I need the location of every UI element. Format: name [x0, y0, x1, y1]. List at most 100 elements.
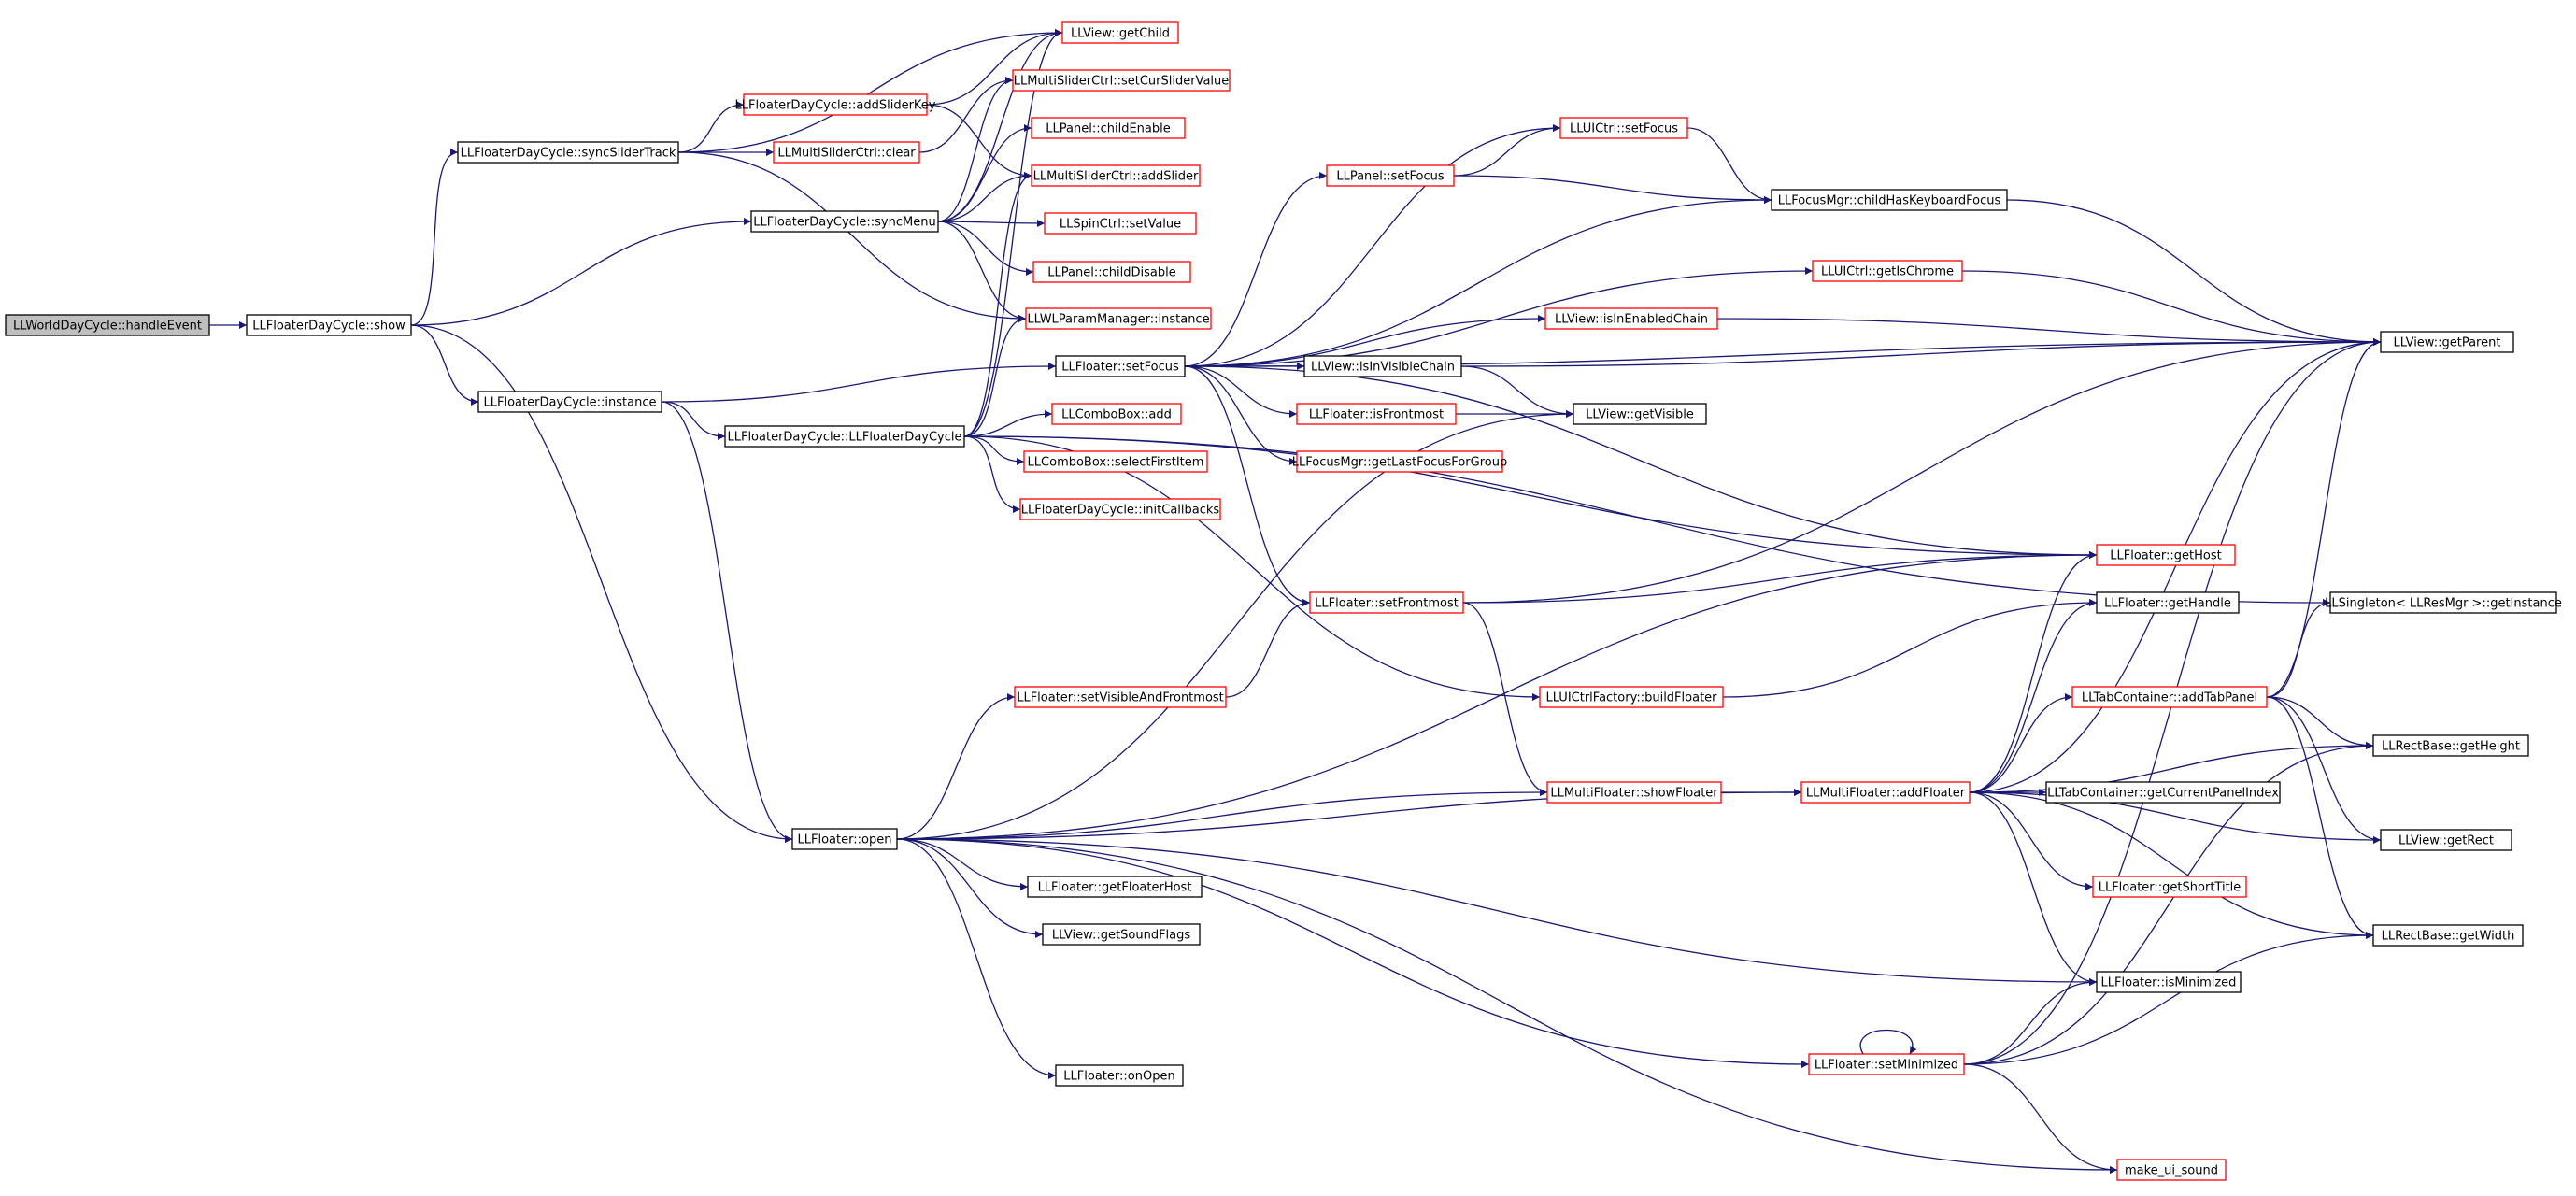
edge-n9-n12 [926, 104, 1032, 179]
node-label: LLUICtrl::getIsChrome [1821, 265, 1954, 279]
node-n12[interactable]: LLMultiSliderCtrl::addSlider [1031, 164, 1201, 187]
edge-n34-n40 [1722, 599, 2098, 698]
edge-n28-n38 [1716, 318, 2382, 346]
edge-n20-n33 [1225, 599, 1311, 698]
node-n39[interactable]: LLFloater::getHost [2096, 544, 2236, 566]
node-label: LLView::getVisible [1586, 408, 1694, 422]
node-box [1055, 1064, 1184, 1087]
node-n45[interactable]: LLView::getRect [2380, 829, 2512, 851]
node-n38[interactable]: LLView::getParent [2380, 331, 2514, 353]
node-label: LLFloaterDayCycle::show [252, 320, 406, 334]
node-n34[interactable]: LLUICtrlFactory::buildFloater [1539, 686, 1724, 708]
node-n7[interactable]: LLView::getChild [1061, 21, 1179, 44]
node-n24[interactable]: LLPanel::setFocus [1326, 164, 1455, 187]
edge-n1-n6 [410, 324, 793, 843]
node-n1[interactable]: LLFloaterDayCycle::show [246, 314, 412, 336]
edge-n16-n30 [1184, 365, 1298, 418]
edge-n6-n48 [896, 838, 2098, 986]
node-n31[interactable]: LLView::getVisible [1573, 403, 1707, 425]
node-n41[interactable]: LLSingleton< LLResMgr >::getInstance [2325, 591, 2562, 614]
edge-n6-n39 [896, 551, 2098, 840]
edge-n3-n8 [937, 77, 1014, 222]
edge-n33-n35 [1462, 602, 1548, 796]
edge-n36-n42 [1969, 693, 2073, 793]
node-n46[interactable]: LLFloater::getShortTitle [2092, 876, 2247, 898]
node-box [2380, 829, 2512, 851]
node-label: LLRectBase::getHeight [2382, 740, 2520, 754]
node-n10[interactable]: LLMultiSliderCtrl::clear [773, 141, 920, 164]
node-n13[interactable]: LLSpinCtrl::setValue [1044, 212, 1197, 235]
node-box [2045, 781, 2281, 804]
node-n16[interactable]: LLFloater::setFocus [1055, 355, 1186, 377]
node-label: LLFloater::setFocus [1061, 361, 1179, 375]
node-n32[interactable]: LLFocusMgr::getLastFocusForGroup [1292, 450, 1507, 473]
node-n14[interactable]: LLPanel::childDisable [1032, 261, 1191, 283]
node-box [2372, 924, 2524, 947]
edge-n16-n26 [1184, 196, 1772, 367]
node-n17[interactable]: LLComboBox::add [1051, 403, 1182, 425]
edge-n26-n38 [2006, 199, 2382, 346]
edge-n6-n31 [896, 410, 1574, 840]
node-n22[interactable]: LLView::getSoundFlags [1042, 923, 1201, 946]
edge-n25-n26 [1686, 127, 1772, 204]
node-label: LLFloaterDayCycle::addSliderKey [734, 99, 935, 113]
edge-n36-n47 [1969, 791, 2374, 939]
edge-n4-n16 [661, 363, 1057, 403]
node-n33[interactable]: LLFloater::setFrontmost [1309, 591, 1464, 614]
node-n9[interactable]: LLFloaterDayCycle::addSliderKey [734, 93, 936, 116]
node-n48[interactable]: LLFloater::isMinimized [2096, 971, 2242, 993]
node-n19[interactable]: LLFloaterDayCycle::initCallbacks [1019, 498, 1221, 520]
node-n20[interactable]: LLFloater::setVisibleAndFrontmost [1014, 686, 1227, 708]
node-box [1023, 450, 1208, 473]
node-box [1019, 498, 1221, 520]
node-n3[interactable]: LLFloaterDayCycle::syncMenu [750, 210, 939, 233]
node-n23[interactable]: LLFloater::onOpen [1055, 1064, 1184, 1087]
node-n15[interactable]: LLWLParamManager::instance [1025, 307, 1212, 330]
node-n49[interactable]: make_ui_sound [2116, 1159, 2227, 1181]
node-label: LLFloater::getShortTitle [2099, 881, 2242, 895]
node-label: LLUICtrl::setFocus [1570, 122, 1678, 136]
node-label: LLFloater::onOpen [1063, 1070, 1174, 1084]
node-box [1808, 1053, 1965, 1075]
node-n8[interactable]: LLMultiSliderCtrl::setCurSliderValue [1012, 69, 1231, 92]
node-label: LLFloater::isFrontmost [1309, 408, 1444, 422]
node-n5[interactable]: LLFloaterDayCycle::LLFloaterDayCycle [724, 425, 965, 448]
edge-n5-n41 [963, 435, 2331, 606]
node-n28[interactable]: LLView::isInEnabledChain [1544, 307, 1718, 330]
node-n40[interactable]: LLFloater::getHandle [2096, 591, 2240, 614]
node-n42[interactable]: LLTabContainer::addTabPanel [2071, 686, 2268, 708]
node-n21[interactable]: LLFloater::getFloaterHost [1027, 876, 1203, 898]
node-n37[interactable]: LLFloater::setMinimized [1808, 1053, 1965, 1075]
node-n35[interactable]: LLMultiFloater::showFloater [1546, 781, 1722, 804]
edge-n1-n4 [410, 324, 479, 406]
node-box [1051, 403, 1182, 425]
edge-n5-n12 [963, 172, 1032, 437]
node-n44[interactable]: LLTabContainer::getCurrentPanelIndex [2045, 781, 2281, 804]
edge-n16-n27 [1184, 267, 1814, 367]
node-n11[interactable]: LLPanel::childEnable [1031, 117, 1186, 139]
node-n0[interactable]: LLWorldDayCycle::handleEvent [5, 314, 210, 336]
edge-n6-n23 [896, 838, 1057, 1079]
edge-n42-n47 [2266, 696, 2374, 939]
node-n43[interactable]: LLRectBase::getHeight [2372, 734, 2529, 757]
node-label: LLFloater::getHost [2110, 549, 2221, 563]
edge-n16-n39 [1184, 365, 2098, 559]
node-n4[interactable]: LLFloaterDayCycle::instance [477, 391, 662, 413]
edge-n4-n5 [661, 401, 726, 440]
node-n26[interactable]: LLFocusMgr::childHasKeyboardFocus [1771, 189, 2008, 211]
edge-n36-n48 [1969, 791, 2098, 986]
edge-n5-n15 [963, 315, 1027, 437]
node-n47[interactable]: LLRectBase::getWidth [2372, 924, 2524, 947]
node-n25[interactable]: LLUICtrl::setFocus [1559, 117, 1688, 139]
node-box [1296, 403, 1457, 425]
node-label: LLTabContainer::addTabPanel [2082, 691, 2257, 705]
node-n30[interactable]: LLFloater::isFrontmost [1296, 403, 1457, 425]
node-n18[interactable]: LLComboBox::selectFirstItem [1023, 450, 1208, 473]
node-n2[interactable]: LLFloaterDayCycle::syncSliderTrack [457, 141, 679, 164]
node-box [1303, 355, 1462, 377]
node-n6[interactable]: LLFloater::open [791, 828, 898, 850]
node-n36[interactable]: LLMultiFloater::addFloater [1800, 781, 1971, 804]
node-box [2372, 734, 2529, 757]
node-n27[interactable]: LLUICtrl::getIsChrome [1812, 260, 1963, 282]
node-n29[interactable]: LLView::isInVisibleChain [1303, 355, 1462, 377]
